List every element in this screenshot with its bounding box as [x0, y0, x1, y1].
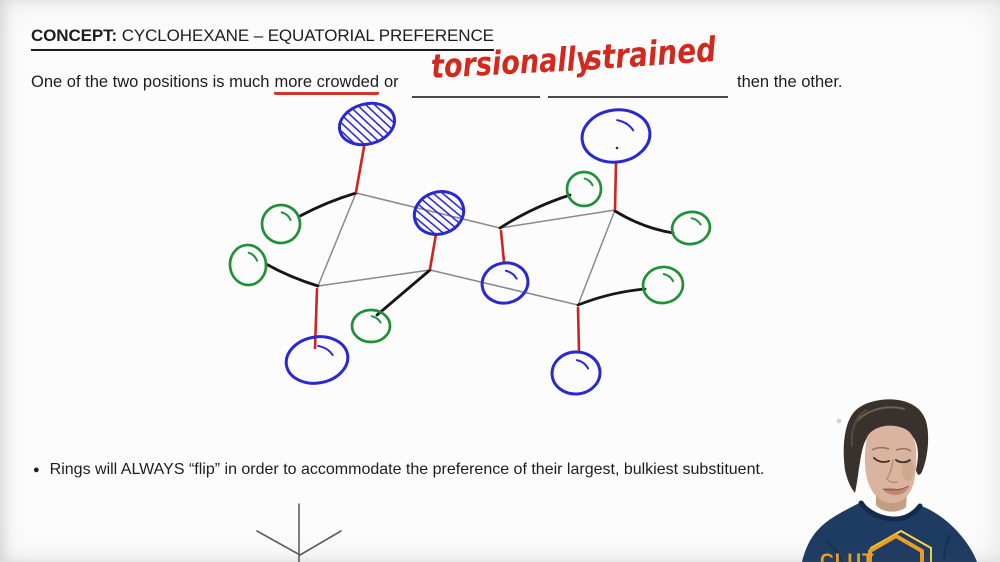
eyebrow-left: [871, 446, 890, 451]
axial-substituent: [550, 350, 602, 396]
equatorial-bond: [264, 262, 320, 288]
equatorial-substituent: [228, 243, 268, 287]
cheek-shadow: [902, 459, 914, 481]
equatorial-substituent: [350, 308, 392, 344]
pen-overlap-arc: [690, 217, 702, 226]
pen-overlap-arc: [583, 177, 594, 187]
instructor-hair: [843, 399, 929, 493]
ring-edge: [317, 269, 431, 287]
equatorial-bond: [613, 209, 675, 235]
bullet-icon: ●: [33, 463, 40, 476]
eye-left-closed: [873, 457, 890, 463]
answer-blank-1: [412, 63, 540, 98]
cyclohexane-chair-diagram: [228, 101, 712, 562]
bullet-note: ● Rings will ALWAYS “flip” in order to a…: [33, 461, 764, 479]
eye-right-closed: [895, 459, 911, 464]
pen-overlap-arc: [280, 211, 292, 221]
sentence-after: then the other.: [737, 73, 843, 91]
concept-label: CONCEPT:: [31, 26, 118, 45]
equatorial-substituent: [670, 210, 712, 246]
title-text: CYCLOHEXANE – EQUATORIAL PREFERENCE: [117, 26, 494, 45]
hair-highlight-2: [850, 409, 867, 447]
nose: [886, 459, 898, 484]
axial-substituent: [580, 108, 652, 164]
shirt-logo-text: CLUT: [820, 551, 875, 562]
pen-overlap-arc: [247, 251, 259, 262]
instructor-face: [864, 425, 917, 504]
eyebrow-right: [895, 447, 912, 452]
equatorial-bond: [576, 287, 647, 307]
ring-edge: [317, 192, 357, 287]
instructor-webcam: CLUT: [802, 399, 977, 562]
axial-bond: [313, 287, 319, 350]
shirt-neckline: [858, 500, 923, 522]
axial-bond: [428, 232, 438, 271]
sentence-pre: One of the two positions is much: [31, 73, 270, 91]
sentence-post: or: [384, 73, 399, 91]
page-title: CONCEPT: CYCLOHEXANE – EQUATORIAL PREFER…: [31, 26, 494, 51]
shirt-fold-left: [825, 540, 843, 562]
underlined-phrase: more crowded: [274, 73, 379, 95]
pen-overlap-arc: [662, 272, 675, 283]
answer-blank-2: [548, 63, 728, 98]
pen-overlap-arc: [370, 315, 382, 324]
mouth-line: [882, 485, 910, 491]
axial-bond: [576, 306, 581, 354]
axial-substituent-hatched: [412, 190, 466, 236]
background-smudge: [836, 418, 842, 424]
lips: [883, 486, 909, 495]
axial-substituent: [284, 335, 350, 385]
equatorial-bond: [498, 193, 572, 230]
pen-overlap-arc: [317, 344, 334, 357]
pen-dot: [615, 146, 619, 150]
shirt-logo-hexagon: [868, 534, 924, 562]
partial-chair-line: [299, 530, 342, 556]
equatorial-bond: [375, 268, 432, 317]
partial-chair-line: [256, 530, 301, 556]
axial-bond: [499, 229, 506, 264]
shirt-logo-hexagon-echo: [870, 529, 932, 562]
axial-substituent: [480, 261, 530, 305]
pen-overlap-arc: [616, 119, 635, 132]
ring-edge: [577, 209, 616, 306]
bullet-text: Rings will ALWAYS “flip” in order to acc…: [49, 461, 765, 478]
axial-substituent-hatched: [337, 101, 397, 147]
equatorial-substituent: [641, 265, 685, 305]
instructor-shirt: [802, 501, 977, 562]
ring-edge: [499, 209, 616, 229]
equatorial-bond: [298, 191, 358, 218]
equatorial-substituent: [260, 203, 302, 245]
equatorial-substituent: [565, 170, 603, 208]
shirt-fold-right: [943, 534, 951, 561]
hair-highlight: [857, 406, 905, 421]
pen-overlap-arc: [504, 269, 518, 280]
pen-overlap-arc: [575, 359, 590, 370]
axial-bond: [354, 145, 366, 194]
axial-bond: [613, 160, 618, 211]
ring-edge: [429, 269, 579, 306]
